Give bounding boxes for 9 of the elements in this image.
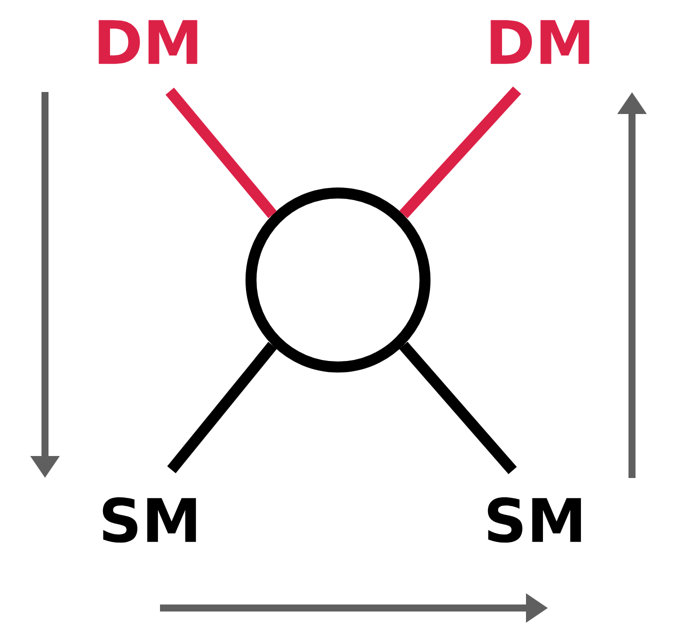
line [166,88,277,218]
particle-label: SM [102,497,196,543]
particle-label: DM [490,20,590,64]
particle-label: DM [98,20,198,64]
line [399,342,517,474]
vertex-circle [246,188,430,372]
line [399,86,522,218]
line [167,342,277,474]
particle-label: SM [488,497,581,543]
